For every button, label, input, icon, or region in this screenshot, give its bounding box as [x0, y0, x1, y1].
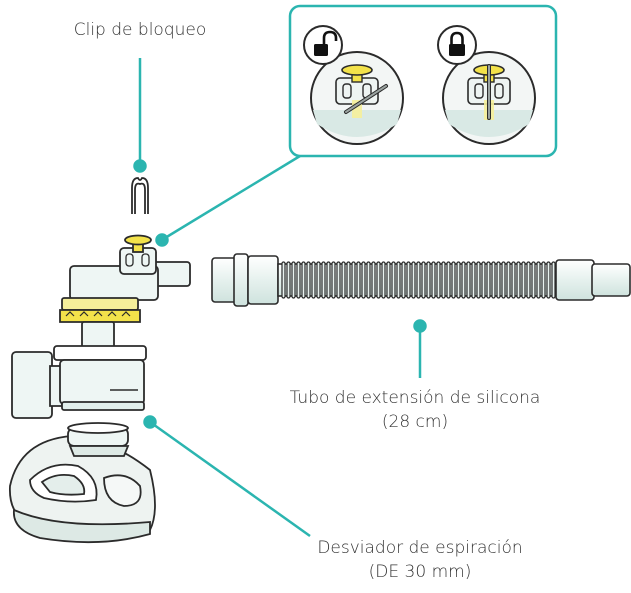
tube-rib [296, 261, 301, 299]
label-locking-clip: Clip de bloqueo [73, 20, 207, 40]
tube-rib [516, 261, 521, 299]
tube-rib [331, 261, 336, 299]
tube-rib [286, 261, 291, 299]
tube-rib [521, 261, 526, 299]
silicone-extension-tube [211, 253, 631, 307]
tube-rib [526, 261, 531, 299]
tube-rib [411, 261, 416, 299]
exhalation-diverter [11, 345, 147, 419]
tube-rib [461, 261, 466, 299]
tube-rib [456, 261, 461, 299]
tube-rib [376, 261, 381, 299]
locked-detail [442, 51, 536, 145]
tube-rib [361, 261, 366, 299]
tube-rib [316, 261, 321, 299]
tube-rib [321, 261, 326, 299]
tube-rib [501, 261, 506, 299]
tube-rib [336, 261, 341, 299]
tube-rib [506, 261, 511, 299]
tube-rib [291, 261, 296, 299]
tube-rib [391, 261, 396, 299]
tube-rib [346, 261, 351, 299]
tube-rib [326, 261, 331, 299]
tube-rib [366, 261, 371, 299]
tube-rib [426, 261, 431, 299]
label-extension-tube-name: Tubo de extensión de silicona [289, 388, 541, 408]
tube-rib [551, 261, 556, 299]
lock-open-icon [303, 25, 343, 65]
tube-rib [451, 261, 456, 299]
tube-rib [401, 261, 406, 299]
tube-rib [371, 261, 376, 299]
tube-rib [311, 261, 316, 299]
full-face-mask [9, 422, 156, 544]
unlocked-detail [310, 51, 404, 145]
tube-rib [281, 261, 286, 299]
leader-lines [133, 58, 427, 538]
tube-rib [466, 261, 471, 299]
tube-rib [441, 261, 446, 299]
tube-rib [491, 261, 496, 299]
label-extension-tube: Tubo de extensión de silicona (28 cm) [245, 386, 585, 434]
tube-rib [471, 261, 476, 299]
tube-rib [536, 261, 541, 299]
tube-rib [386, 261, 391, 299]
tube-rib [396, 261, 401, 299]
tube-rib [356, 261, 361, 299]
tube-rib [436, 261, 441, 299]
tube-rib [416, 261, 421, 299]
label-exhalation-diverter: Desviador de espiración (DE 30 mm) [270, 536, 570, 584]
label-exhalation-diverter-name: Desviador de espiración [317, 538, 523, 558]
elbow-connector [59, 234, 191, 353]
tube-rib [301, 261, 306, 299]
locking-clip [131, 177, 149, 214]
lock-closed-icon [437, 25, 477, 65]
tube-rib [511, 261, 516, 299]
label-exhalation-diverter-size: (DE 30 mm) [368, 562, 472, 582]
lock-state-inset [288, 4, 558, 158]
tube-rib [421, 261, 426, 299]
tube-rib [496, 261, 501, 299]
tube-rib [481, 261, 486, 299]
tube-rib [476, 261, 481, 299]
tube-rib [431, 261, 436, 299]
tube-rib [541, 261, 546, 299]
tube-rib [306, 261, 311, 299]
tube-rib [546, 261, 551, 299]
tube-rib [486, 261, 491, 299]
tube-rib [531, 261, 536, 299]
tube-rib [406, 261, 411, 299]
label-extension-tube-length: (28 cm) [381, 412, 449, 432]
tube-rib [381, 261, 386, 299]
tube-rib [341, 261, 346, 299]
tube-rib [446, 261, 451, 299]
tube-rib [351, 261, 356, 299]
